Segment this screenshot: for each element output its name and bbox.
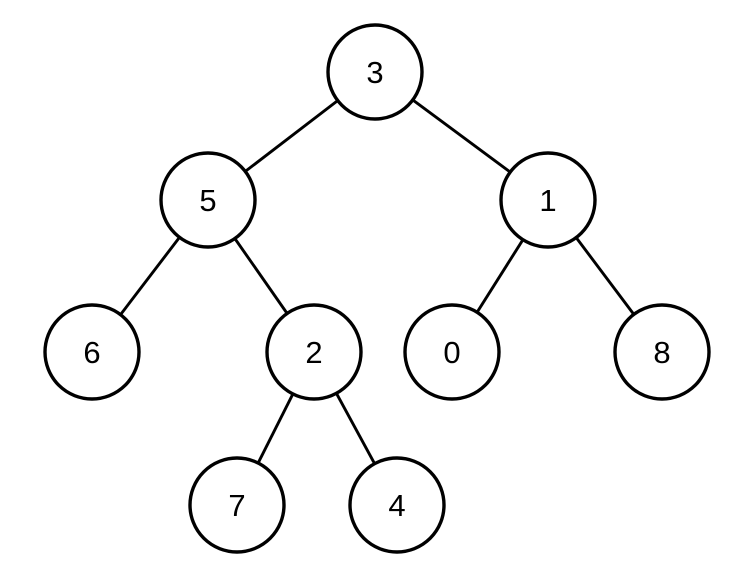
node-label-1: 1 [539, 183, 556, 218]
tree-node-7: 7 [188, 456, 286, 554]
node-circle-6 [43, 303, 141, 401]
tree-node-2: 2 [265, 303, 363, 401]
tree-node-8: 8 [613, 303, 711, 401]
node-circle-7 [188, 456, 286, 554]
tree-node-1: 1 [499, 151, 597, 249]
node-circle-0 [403, 303, 501, 401]
node-label-8: 8 [653, 335, 670, 370]
node-label-7: 7 [228, 488, 245, 523]
tree-node-6: 6 [43, 303, 141, 401]
node-label-2: 2 [305, 335, 322, 370]
node-circle-4 [348, 456, 446, 554]
node-circle-3 [326, 23, 424, 121]
tree-node-3: 3 [326, 23, 424, 121]
node-circle-1 [499, 151, 597, 249]
node-circle-8 [613, 303, 711, 401]
node-label-5: 5 [199, 183, 216, 218]
node-circle-5 [159, 151, 257, 249]
node-label-0: 0 [443, 335, 460, 370]
tree-node-0: 0 [403, 303, 501, 401]
node-circle-2 [265, 303, 363, 401]
tree-node-5: 5 [159, 151, 257, 249]
node-label-3: 3 [366, 55, 383, 90]
tree-node-4: 4 [348, 456, 446, 554]
node-label-6: 6 [83, 335, 100, 370]
node-label-4: 4 [388, 488, 405, 523]
